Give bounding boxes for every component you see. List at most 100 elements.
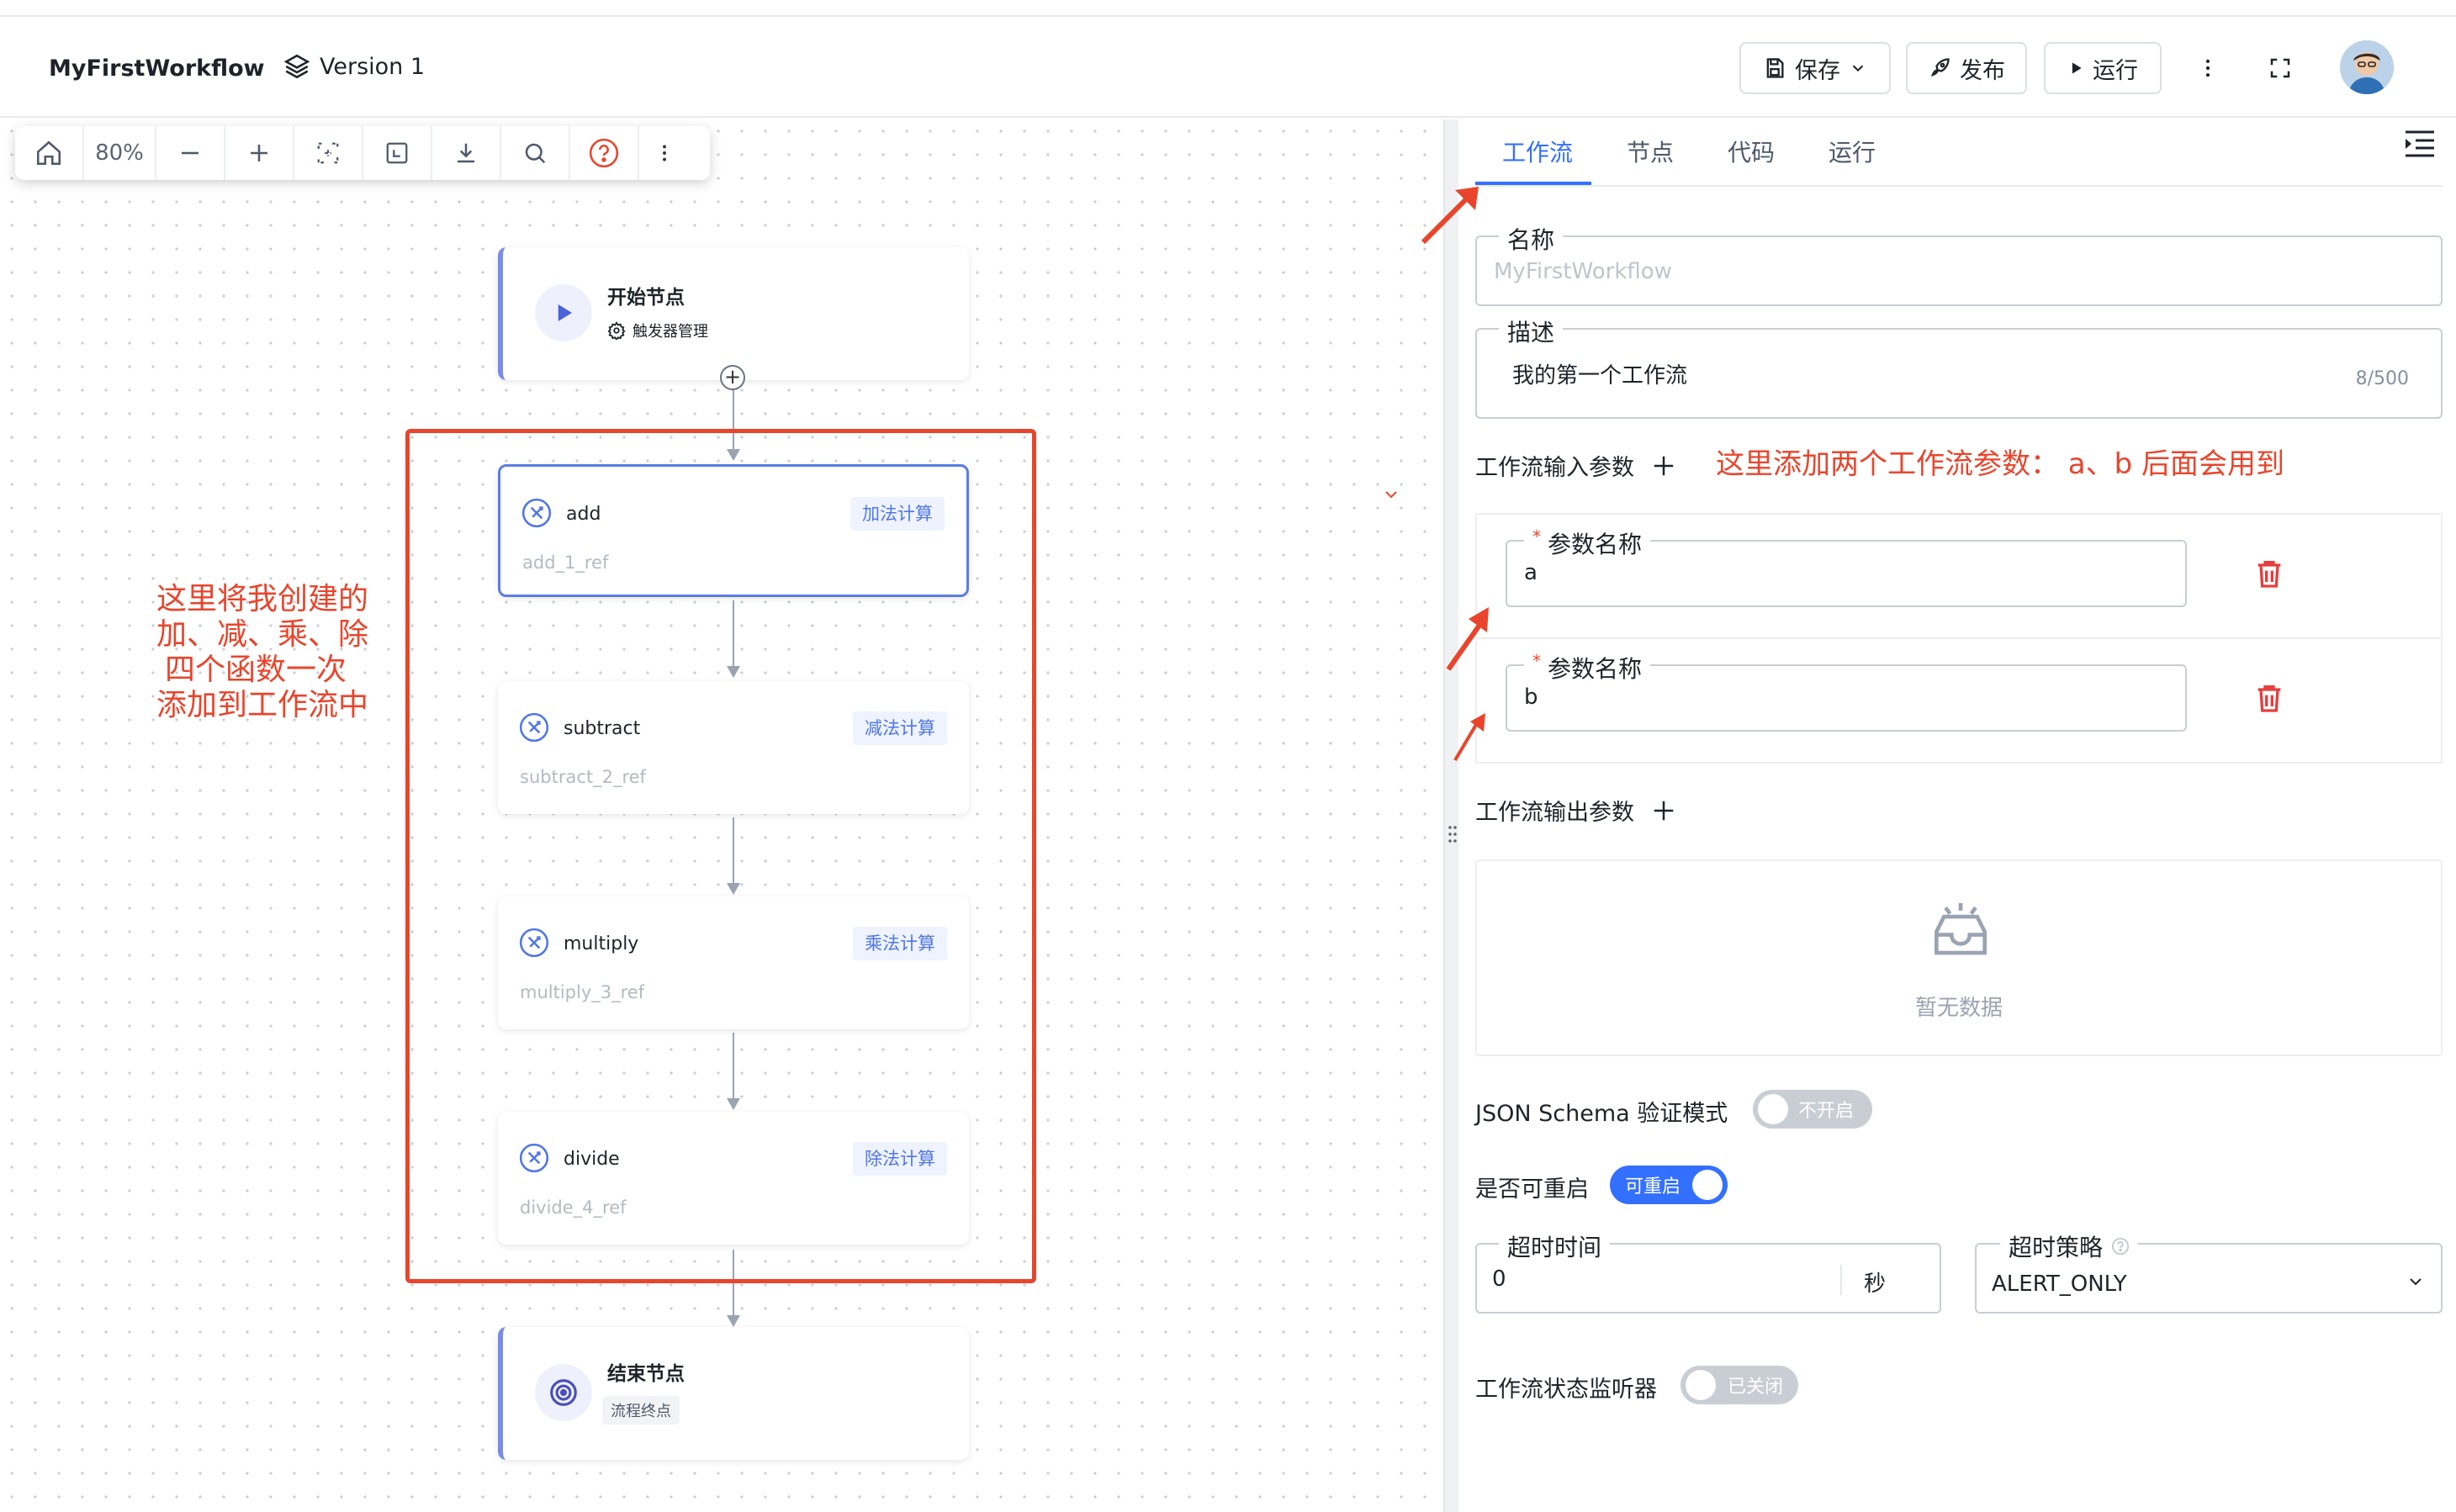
download-button[interactable] [432, 126, 501, 180]
trigger-manage-link[interactable]: 触发器管理 [607, 320, 708, 341]
connector-line [733, 817, 734, 893]
save-icon [1766, 58, 1784, 78]
version-label: Version 1 [320, 53, 426, 80]
param-label-text: 参数名称 [1548, 531, 1643, 558]
node-add[interactable]: add 加法计算 add_1_ref [498, 464, 969, 597]
policy-value: ALERT_ONLY [1992, 1271, 2127, 1297]
home-icon [36, 140, 61, 166]
download-icon [458, 143, 474, 163]
annotation-arrow-icon [1421, 187, 1479, 245]
tab-code[interactable]: 代码 [1728, 139, 1776, 167]
description-label: 描述 [1499, 315, 1564, 348]
window-top-strip [0, 0, 2456, 17]
param-name-field[interactable]: *参数名称 b [1506, 651, 2187, 732]
connector-arrow [727, 449, 740, 461]
restart-switch-label: 可重启 [1625, 1176, 1681, 1197]
tab-node[interactable]: 节点 [1627, 139, 1675, 167]
input-params-label: 工作流输入参数 [1475, 455, 1634, 481]
name-field[interactable]: 名称 MyFirstWorkflow [1475, 222, 2443, 306]
save-button[interactable]: 保存 [1739, 42, 1891, 94]
avatar-image-icon [2340, 40, 2394, 94]
name-placeholder: MyFirstWorkflow [1494, 259, 1672, 284]
policy-label-wrap: 超时策略 [2000, 1229, 2139, 1263]
publish-button[interactable]: 发布 [1906, 42, 2027, 94]
timeout-policy-select[interactable]: 超时策略 ALERT_ONLY [1975, 1229, 2443, 1314]
listener-row: 工作流状态监听器 [1475, 1371, 1657, 1404]
description-field[interactable]: 描述 我的第一个工作流 8/500 [1475, 315, 2443, 419]
add-output-param-icon[interactable] [1651, 798, 1676, 823]
run-button[interactable]: 运行 [2044, 42, 2162, 94]
start-node-badge [535, 284, 592, 341]
tools-icon [519, 712, 549, 743]
switch-knob [1686, 1370, 1716, 1400]
schema-switch[interactable]: 不开启 [1753, 1090, 1872, 1129]
connector-line [733, 1250, 734, 1325]
param-row: *参数名称 b [1475, 637, 2443, 764]
delete-param-icon[interactable] [2252, 557, 2286, 590]
annotation-line: 加、减、乘、除 [156, 617, 369, 652]
search-button[interactable] [501, 126, 570, 180]
tools-icon [521, 498, 552, 528]
node-ref: subtract_2_ref [520, 767, 646, 787]
node-ref: add_1_ref [522, 552, 609, 573]
timeout-label: 超时时间 [1499, 1229, 1611, 1263]
empty-inbox-icon [1935, 902, 1987, 955]
add-input-param-icon[interactable] [1651, 453, 1676, 478]
fullscreen-button[interactable] [2254, 42, 2306, 94]
help-button[interactable] [570, 126, 639, 180]
layers-icon [283, 54, 310, 79]
switch-knob [1758, 1094, 1788, 1124]
layout-icon [386, 142, 408, 164]
zoom-level: 80% [84, 126, 156, 180]
collapse-panel-icon[interactable] [2404, 130, 2436, 158]
param-name-field[interactable]: *参数名称 a [1506, 526, 2187, 607]
required-mark-icon: * [1532, 526, 1541, 547]
restart-switch[interactable]: 可重启 [1610, 1166, 1728, 1204]
tab-run[interactable]: 运行 [1829, 139, 1876, 167]
version-selector[interactable]: Version 1 [283, 52, 425, 81]
timeout-field[interactable]: 超时时间 0 秒 [1475, 1229, 1941, 1314]
node-subtract[interactable]: subtract 减法计算 subtract_2_ref [498, 681, 969, 814]
node-divide[interactable]: divide 除法计算 divide_4_ref [498, 1112, 969, 1245]
connector-arrow [727, 883, 740, 895]
run-label: 运行 [2093, 57, 2138, 84]
listener-switch[interactable]: 已关闭 [1681, 1366, 1798, 1404]
add-node-button[interactable]: + [720, 365, 745, 390]
minus-icon [182, 151, 198, 155]
param-label-text: 参数名称 [1548, 655, 1643, 683]
node-multiply[interactable]: multiply 乘法计算 multiply_3_ref [498, 896, 969, 1029]
tools-icon [519, 928, 549, 958]
tab-workflow[interactable]: 工作流 [1475, 135, 1592, 185]
connector-arrow [727, 1315, 740, 1327]
start-node[interactable]: 开始节点 触发器管理 [498, 247, 969, 380]
toolbar-more-button[interactable] [639, 126, 690, 180]
plus-icon [251, 145, 267, 161]
chevron-down-icon [2410, 1278, 2422, 1286]
auto-layout-button[interactable] [363, 126, 432, 180]
chevron-down-icon [1852, 65, 1864, 72]
annotation-line: 这里将我创建的 [156, 582, 369, 616]
zoom-out-button[interactable] [156, 126, 225, 180]
end-node-badge [535, 1364, 592, 1421]
input-params-annotation: 这里添加两个工作流参数： a、b 后面会用到 [1716, 447, 2285, 481]
small-chevron-icon [1385, 491, 1397, 499]
start-node-title: 开始节点 [607, 287, 685, 309]
param-value: b [1524, 685, 1538, 710]
node-name: divide [564, 1149, 620, 1170]
home-button[interactable] [15, 126, 84, 180]
end-node[interactable]: 结束节点 流程终点 [498, 1327, 969, 1460]
zoom-in-button[interactable] [225, 126, 294, 180]
help-circle-icon[interactable] [2111, 1237, 2130, 1256]
workflow-title: MyFirstWorkflow [49, 56, 265, 82]
fit-view-button[interactable] [294, 126, 363, 180]
more-vertical-icon [2205, 59, 2210, 77]
node-name: add [566, 504, 601, 525]
end-node-tag: 流程终点 [602, 1396, 680, 1425]
param-label: * 参数名称 [1524, 526, 1651, 560]
user-avatar[interactable] [2340, 40, 2394, 94]
panel-resize-handle[interactable] [1443, 119, 1458, 1512]
tools-icon [519, 1143, 549, 1173]
more-menu-button[interactable] [2182, 42, 2234, 94]
delete-param-icon[interactable] [2252, 681, 2286, 715]
restart-row: 是否可重启 [1475, 1171, 1589, 1203]
